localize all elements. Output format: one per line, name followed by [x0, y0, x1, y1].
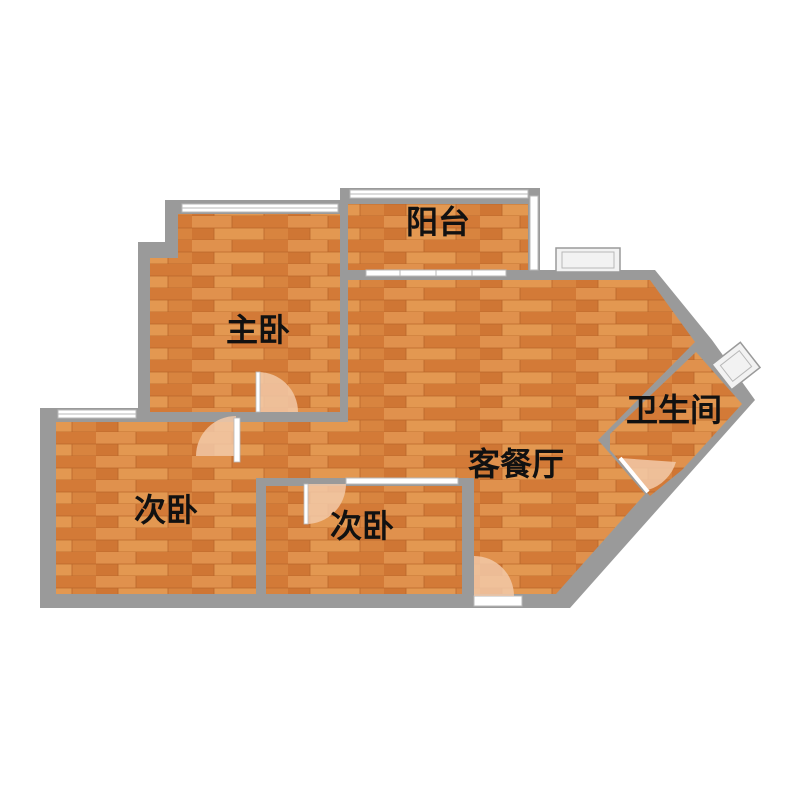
window-middle-bedroom-top — [345, 477, 459, 485]
floor-balcony — [348, 204, 528, 270]
door-bedroom-left — [196, 416, 241, 463]
window-balcony-right — [529, 195, 539, 271]
door-master-bedroom — [255, 371, 298, 413]
floors — [56, 204, 742, 594]
room-labels: 主卧 阳台 客餐厅 卫生间 次卧 次卧 — [134, 203, 722, 545]
door-entry — [474, 556, 514, 596]
floor-master-bedroom — [150, 214, 340, 412]
door-bathroom — [618, 456, 676, 494]
floor-bedroom-middle — [266, 486, 462, 594]
label-balcony: 阳台 — [406, 203, 470, 241]
window-entry-bottom — [473, 595, 523, 607]
window-bay-bathroom — [710, 341, 762, 391]
label-master-bedroom: 主卧 — [226, 311, 290, 349]
floor-living-dining — [242, 280, 695, 594]
label-bedroom-left: 次卧 — [134, 491, 198, 529]
windows — [57, 189, 762, 607]
doors — [196, 371, 676, 596]
label-bathroom: 卫生间 — [626, 391, 722, 429]
label-bedroom-middle: 次卧 — [330, 507, 394, 545]
door-bedroom-middle — [303, 483, 346, 525]
label-living-dining: 客餐厅 — [468, 445, 564, 483]
